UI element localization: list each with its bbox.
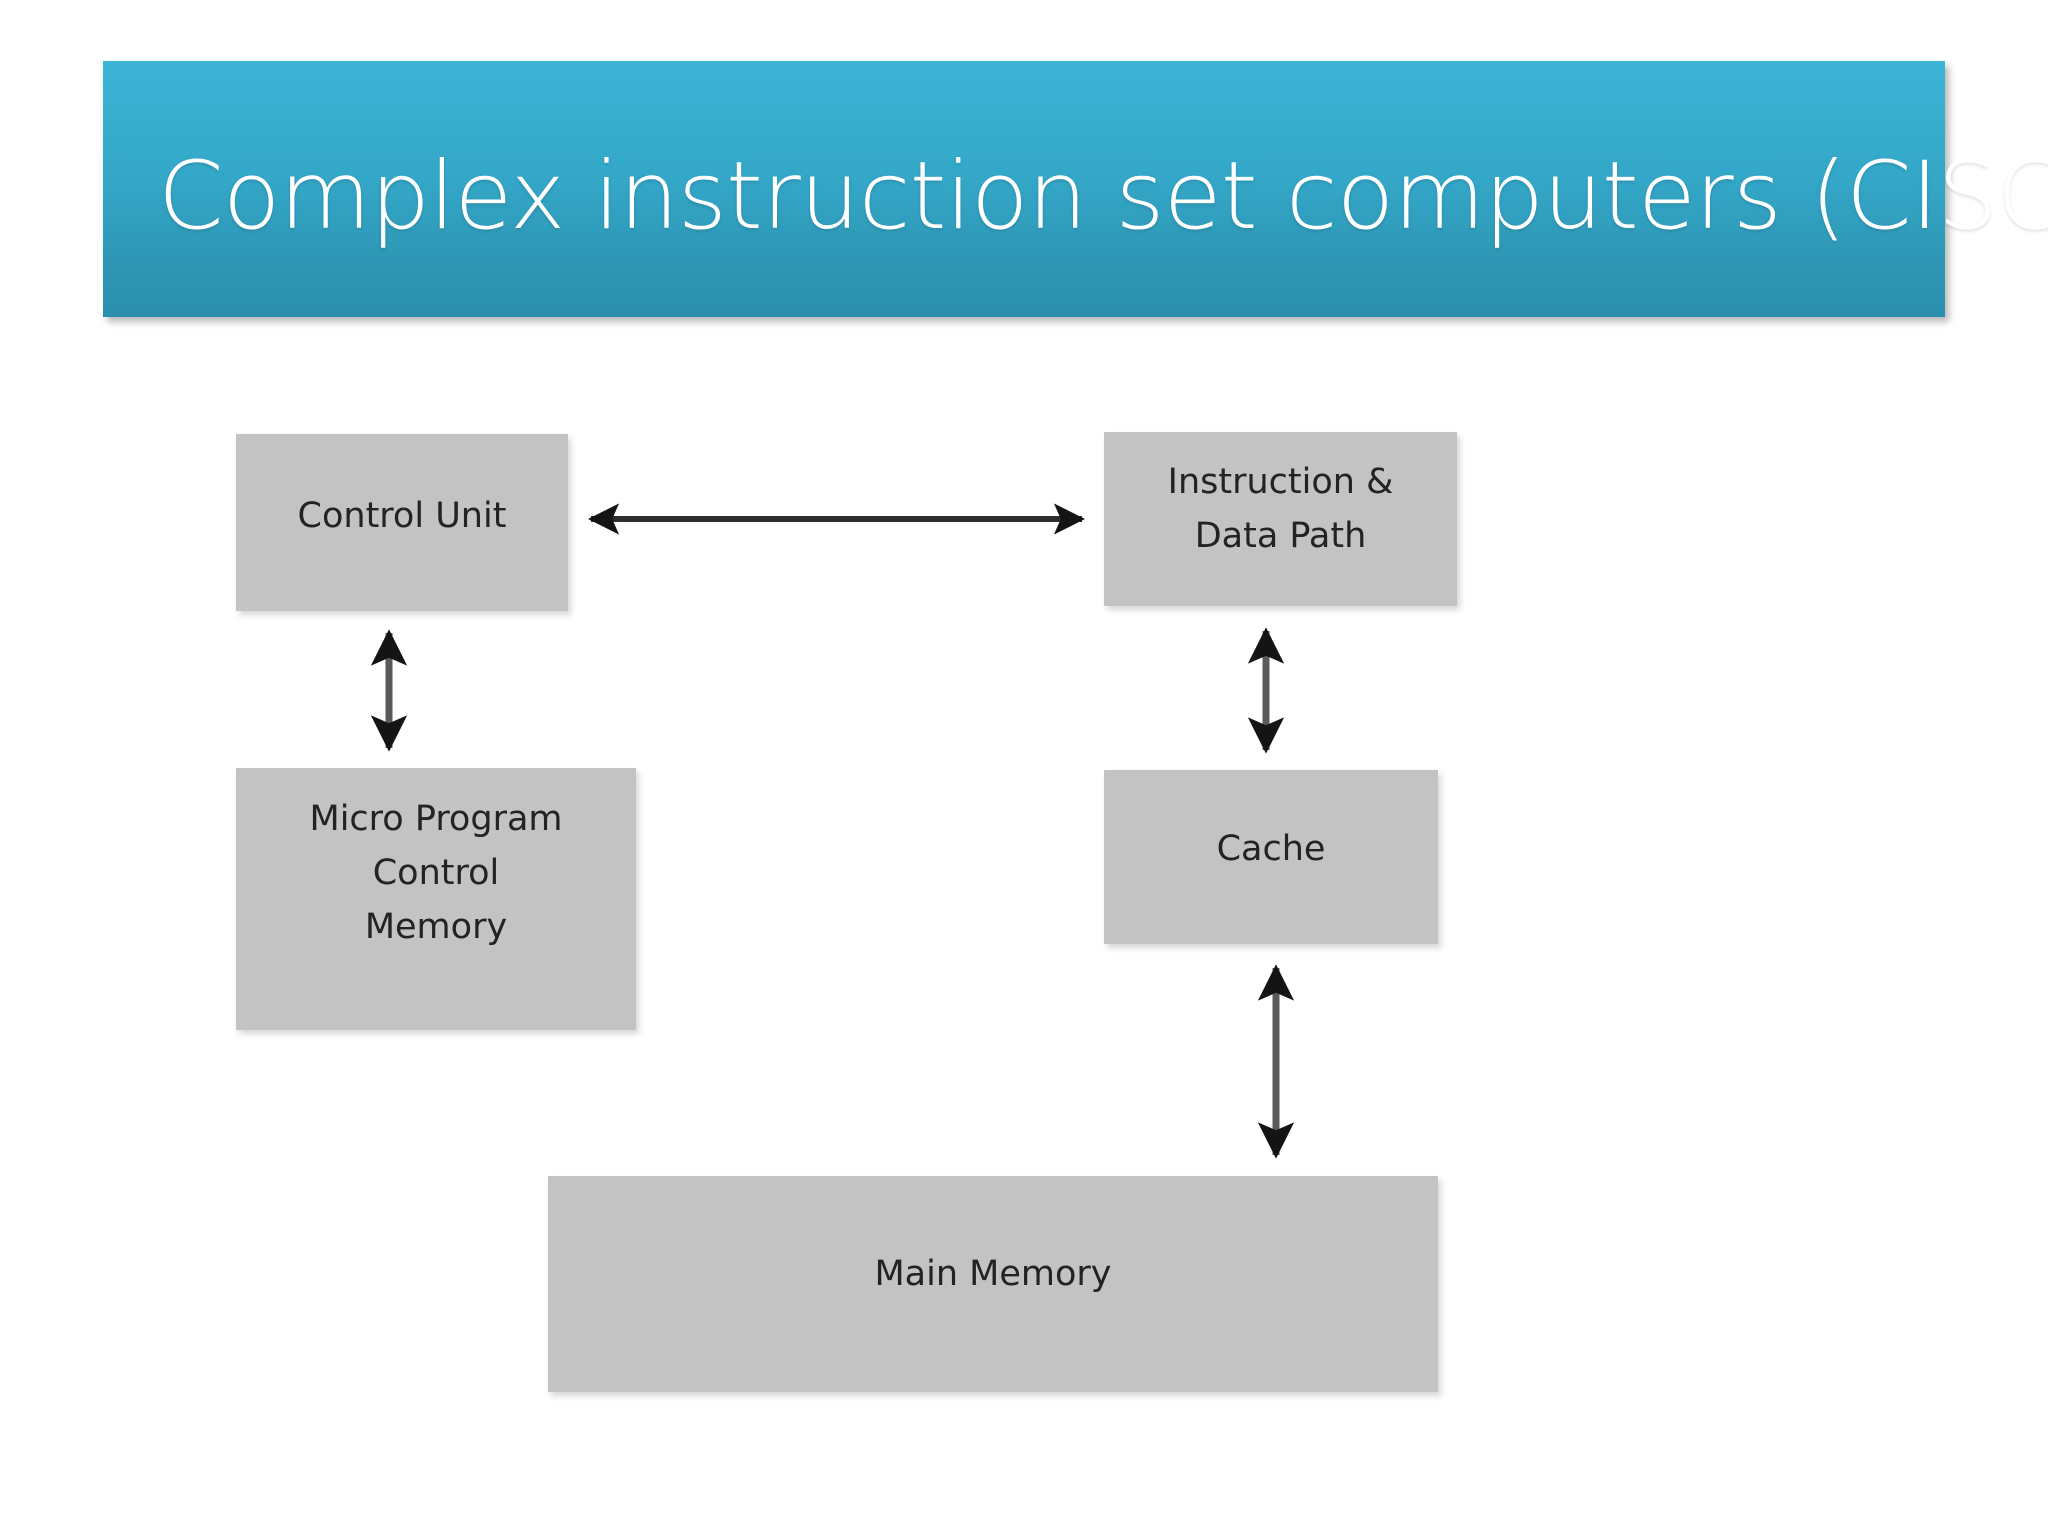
diagram-node-micro-program-control-memory[interactable]: Micro Program Control Memory: [236, 768, 636, 1030]
slide-title-banner: Complex instruction set computers (CISC): [103, 61, 2048, 317]
diagram-node-label: Cache: [1216, 829, 1326, 869]
diagram-node-label: Micro Program Control Memory: [309, 799, 563, 947]
diagram-node-instruction-data-path[interactable]: Instruction & Data Path: [1104, 432, 1457, 606]
diagram-node-label: Instruction & Data Path: [1167, 462, 1394, 556]
page-title: Complex instruction set computers (CISC): [158, 142, 2048, 251]
diagram-node-main-memory[interactable]: Main Memory: [548, 1176, 1438, 1392]
diagram-node-label: Control Unit: [297, 495, 507, 536]
diagram-node-control-unit[interactable]: Control Unit: [236, 434, 568, 611]
diagram-node-label: Main Memory: [874, 1254, 1112, 1294]
diagram-node-cache[interactable]: Cache: [1104, 770, 1438, 944]
